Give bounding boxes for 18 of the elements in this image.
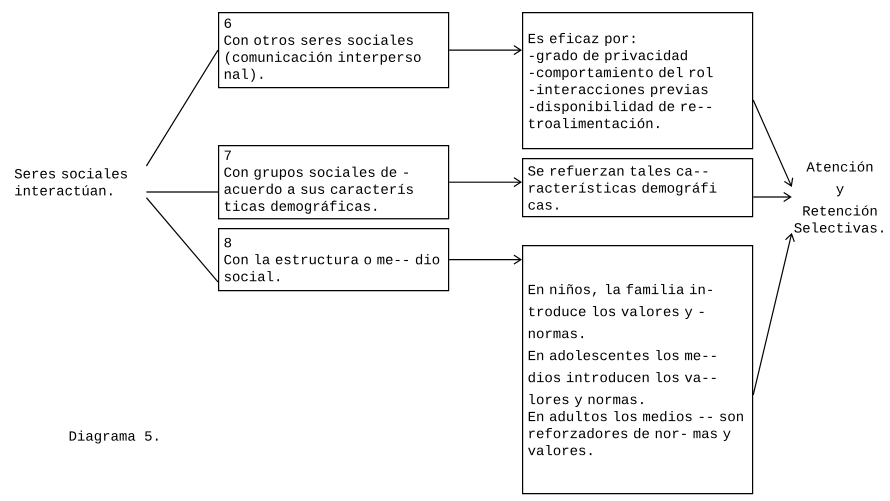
process-box: Es eficaz por: -grado de privacidad -comportamiento del rol -interacciones previas -disponibilidad de re-- troalimentación.: [522, 12, 754, 150]
process-box: 7 Con grupos sociales de - acuerdo a sus caracterís ticas demográficas.: [218, 145, 450, 220]
arrow: [753, 192, 792, 202]
arrow: [752, 100, 794, 187]
caption-text: Diagrama 5.: [70, 430, 158, 444]
process-box: En niños, la familia in- troduce los valores y - normas. En adolescentes los me-- dios introducen los va-- lores y normas. En adultos los medios -- son reforzadores de nor- mas y valores.: [522, 245, 754, 494]
process-box: Se refuerzan tales ca-- racterísticas demográfi cas.: [522, 158, 754, 218]
arrow: [449, 254, 522, 265]
source-text: Seres sociales interactúan.: [14, 168, 127, 196]
connector-line: [146, 191, 218, 193]
process-box: 8 Con la estructura o me-- dio social.: [218, 228, 450, 292]
arrow: [449, 45, 522, 56]
arrow: [449, 177, 522, 188]
process-box: 6 Con otros seres sociales (comunicación interperso nal).: [218, 12, 450, 88]
connector-line: [146, 50, 219, 166]
target-text: Atención y Retención Selectivas.: [794, 161, 883, 233]
connector-line: [146, 197, 218, 282]
arrow: [752, 232, 795, 396]
